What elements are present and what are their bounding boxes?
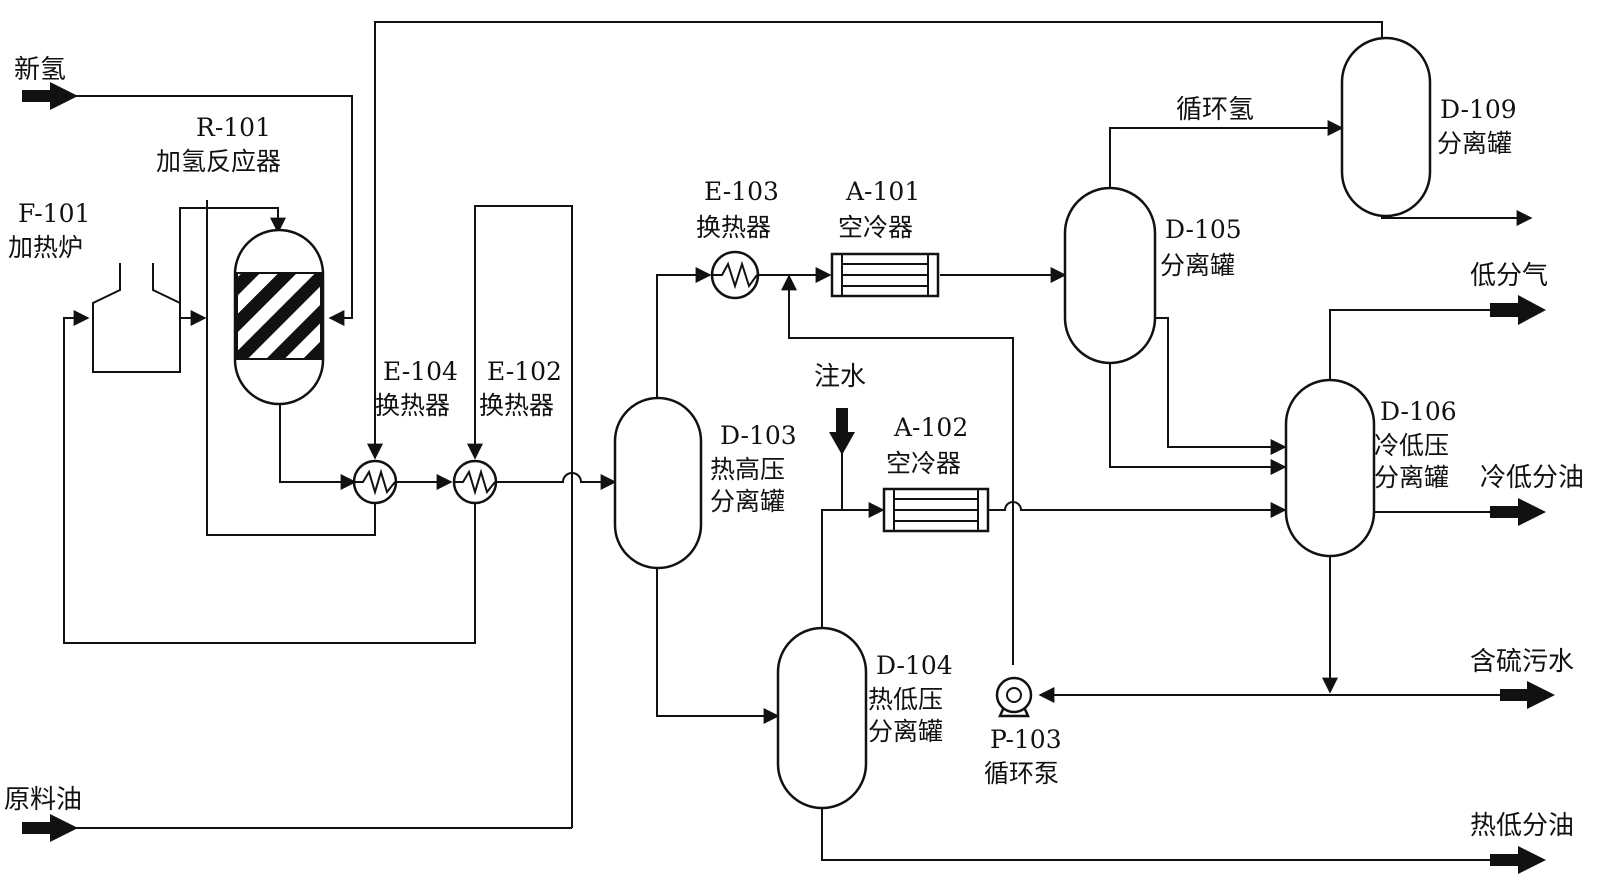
d104-name-1: 热低压	[868, 685, 943, 714]
f101-tag: F-101	[18, 199, 90, 228]
d103-name-1: 热高压	[710, 455, 785, 484]
stream-labels: 新氢 原料油 循环氢 注水 低分气 冷低分油 含硫污水 热低分油	[4, 55, 1584, 841]
feed-oil-label: 原料油	[4, 785, 82, 815]
injection-water-label: 注水	[814, 362, 866, 392]
equipment-labels: F-101 加热炉 R-101 加氢反应器 E-104 换热器 E-102 换热…	[8, 95, 1517, 788]
injection-water-arrow	[829, 408, 855, 455]
low-sep-gas-arrow	[1490, 295, 1546, 325]
recycle-h2-label: 循环氢	[1176, 95, 1254, 125]
vessel-d106	[1284, 378, 1376, 558]
d105-tag: D-105	[1165, 215, 1242, 244]
low-sep-gas-label: 低分气	[1470, 261, 1548, 291]
f101-name: 加热炉	[8, 233, 83, 262]
a102-name: 空冷器	[886, 449, 961, 478]
air-cooler-a101	[830, 252, 940, 298]
e104-name: 换热器	[375, 391, 450, 420]
exchanger-e102	[452, 459, 498, 505]
d103-name-2: 分离罐	[710, 487, 785, 516]
hot-low-oil-label: 热低分油	[1470, 811, 1574, 841]
r101-tag: R-101	[196, 113, 271, 142]
exchanger-e104	[352, 459, 398, 505]
d109-name: 分离罐	[1437, 129, 1512, 158]
vessel-d103	[613, 396, 703, 570]
d106-name-1: 冷低压	[1374, 431, 1449, 460]
fresh-h2-label: 新氢	[14, 55, 66, 85]
furnace-f101	[92, 263, 181, 373]
vessel-d105	[1063, 186, 1157, 365]
vessel-d104	[776, 626, 868, 810]
hot-low-oil-arrow	[1490, 846, 1546, 874]
a102-tag: A-102	[893, 413, 968, 442]
a101-tag: A-101	[845, 177, 920, 206]
air-cooler-a102	[882, 487, 990, 533]
sour-water-label: 含硫污水	[1470, 647, 1574, 677]
p103-tag: P-103	[990, 725, 1062, 754]
exchanger-e103	[710, 250, 760, 300]
e103-tag: E-103	[704, 177, 779, 206]
fresh-h2-arrow	[22, 82, 78, 110]
cold-low-oil-label: 冷低分油	[1480, 463, 1584, 493]
e103-name: 换热器	[696, 213, 771, 242]
p103-name: 循环泵	[984, 759, 1059, 788]
d104-name-2: 分离罐	[868, 717, 943, 746]
cold-low-oil-arrow	[1490, 498, 1546, 526]
d109-tag: D-109	[1440, 95, 1517, 124]
d103-tag: D-103	[720, 421, 797, 450]
d104-tag: D-104	[876, 651, 953, 680]
e102-tag: E-102	[487, 357, 562, 386]
stream-arrows	[22, 82, 1555, 874]
d106-tag: D-106	[1380, 397, 1457, 426]
piping	[63, 21, 1533, 861]
a101-name: 空冷器	[838, 213, 913, 242]
reactor-r101	[233, 228, 325, 406]
pump-p103	[995, 676, 1033, 718]
d105-name: 分离罐	[1160, 251, 1235, 280]
e102-name: 换热器	[479, 391, 554, 420]
r101-name: 加氢反应器	[156, 147, 281, 176]
sour-water-arrow	[1500, 681, 1555, 709]
feed-oil-arrow	[22, 814, 78, 842]
e104-tag: E-104	[383, 357, 458, 386]
vessel-d109	[1340, 36, 1432, 218]
d106-name-2: 分离罐	[1374, 463, 1449, 492]
